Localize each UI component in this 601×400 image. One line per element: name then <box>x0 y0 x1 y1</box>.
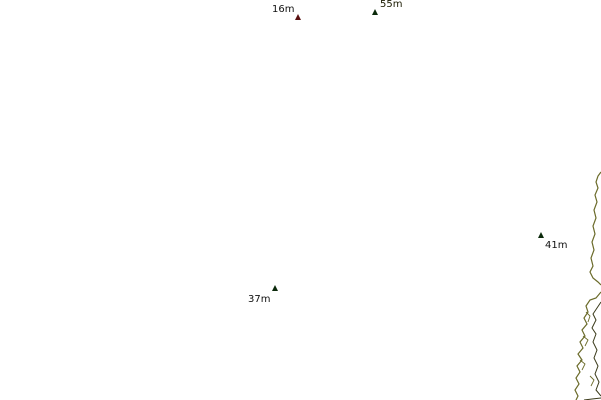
coastline-lower <box>574 291 601 400</box>
coastline-upper <box>589 171 601 286</box>
peak-elevation-label: 55m <box>380 0 403 10</box>
peak-triangle-icon <box>537 232 544 238</box>
peak-triangle-icon <box>294 14 301 20</box>
coastline-detail <box>579 311 595 387</box>
peak-triangle-icon <box>271 285 278 291</box>
peak-triangle-icon <box>371 9 378 15</box>
peak-elevation-label: 41m <box>545 240 568 251</box>
peak-elevation-label: 37m <box>248 294 271 305</box>
peak-elevation-label: 16m <box>272 4 295 15</box>
coastline-inlet <box>591 301 601 397</box>
